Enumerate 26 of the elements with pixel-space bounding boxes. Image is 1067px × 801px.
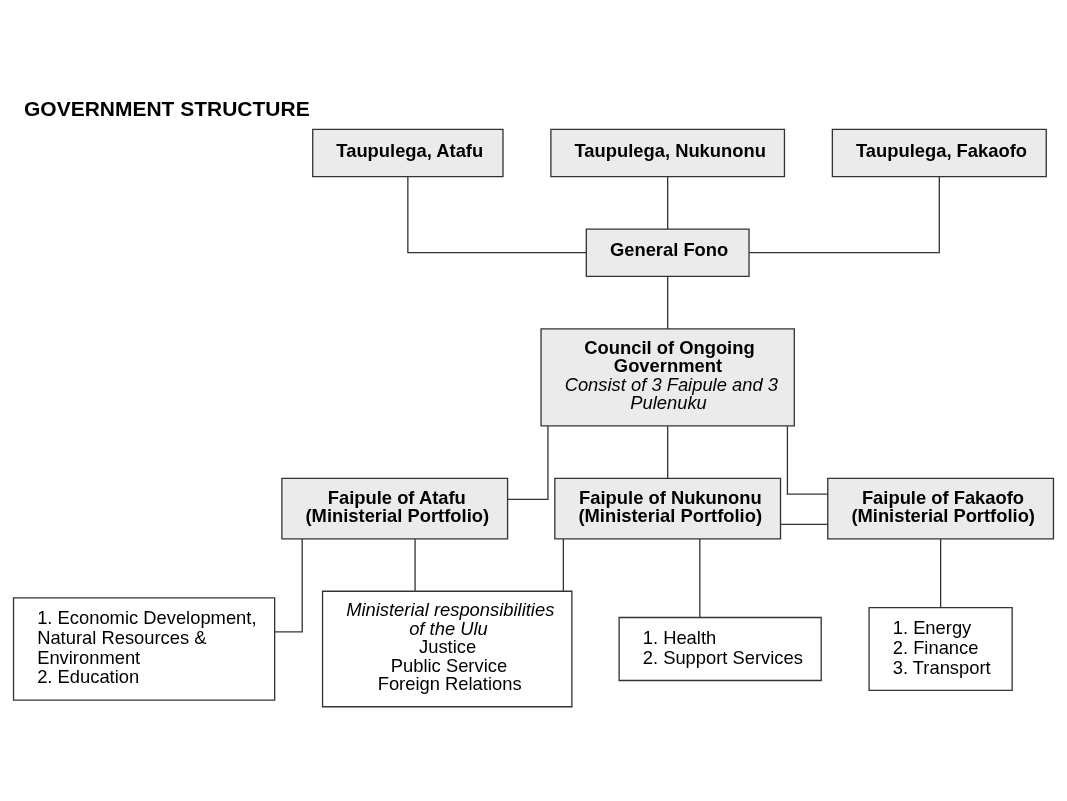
connector xyxy=(414,537,416,592)
node-box: Faipule of Atafu (Ministerial Portfolio) xyxy=(281,477,509,539)
connector xyxy=(507,424,549,500)
connector xyxy=(699,537,701,618)
connector xyxy=(407,175,587,253)
node-box: Taupulega, Nukunonu xyxy=(550,128,786,177)
connector xyxy=(748,175,940,253)
node-box: Taupulega, Fakaofo xyxy=(831,128,1047,177)
connector xyxy=(562,537,564,592)
node-box: 1. Economic Development, Natural Resources & Environment 2. Education xyxy=(12,596,276,701)
node-box: Faipule of Fakaofo (Ministerial Portfolio) xyxy=(827,477,1055,539)
node-box: Taupulega, Atafu xyxy=(312,128,504,177)
connector xyxy=(274,537,303,633)
diagram-title: GOVERNMENT STRUCTURE xyxy=(24,96,310,120)
connector xyxy=(939,537,942,608)
node-box: Faipule of Nukunonu (Ministerial Portfolio) xyxy=(554,477,782,539)
connector xyxy=(667,425,669,479)
node-box: General Fono xyxy=(585,227,750,277)
node-box: 1. Energy 2. Finance 3. Transport xyxy=(868,606,1013,691)
connector xyxy=(780,523,829,525)
connector xyxy=(667,175,669,230)
node-box: 1. Health 2. Support Services xyxy=(618,616,822,681)
connector xyxy=(667,275,669,329)
node-box: Ministerial responsibilities of the Ulu Justice Public Service Foreign Relations xyxy=(321,590,573,707)
connector xyxy=(786,425,829,495)
node-box: Council of Ongoing Government Consist of 3 Faipule and 3 Pulenuku xyxy=(540,327,795,427)
